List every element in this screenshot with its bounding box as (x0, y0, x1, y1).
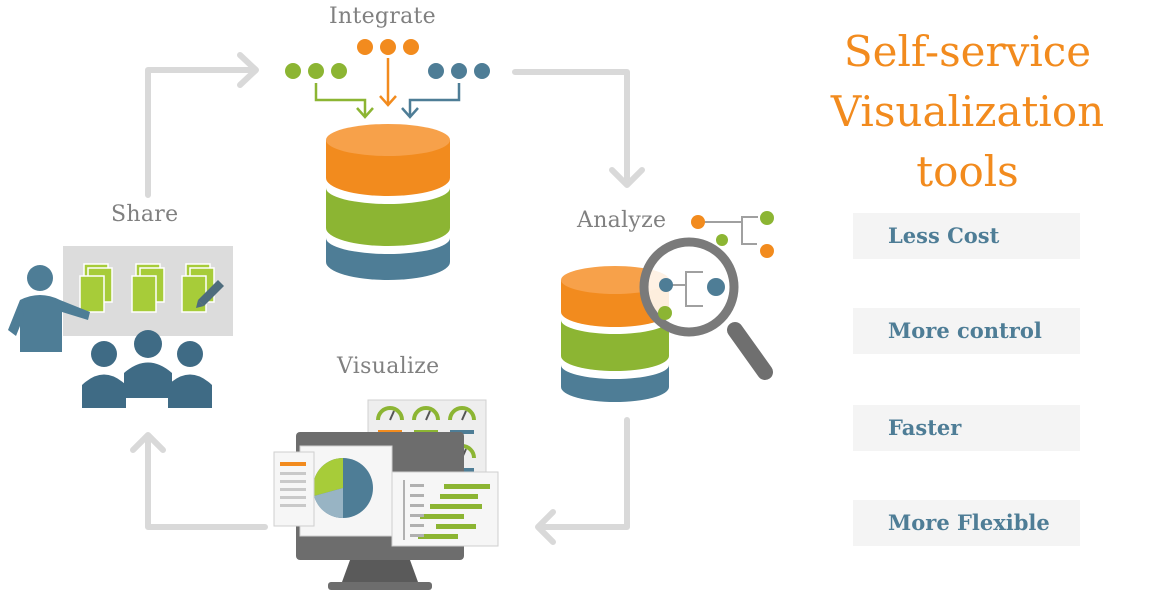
source-dot-orange (357, 39, 373, 55)
stage-label-integrate: Integrate (329, 4, 436, 29)
magnifier-icon (639, 237, 773, 380)
cycle-arrows (130, 52, 645, 545)
stage-label-visualize: Visualize (337, 354, 440, 379)
visualize-dashboard-icon (273, 399, 499, 590)
analyze-tree-icon (691, 211, 774, 258)
integrate-sources (285, 39, 490, 119)
arrow-share-to-integrate-head (237, 52, 259, 88)
arrow-share-to-integrate (145, 67, 253, 198)
arrow-analyze-to-visualize-head (535, 509, 556, 545)
benefit-less-cost: Less Cost (853, 213, 1080, 259)
source-dot-green (285, 63, 301, 79)
arrow-visualize-to-share-head (130, 432, 166, 453)
source-dot-orange (403, 39, 419, 55)
arrow-integrate-to-analyze-head (609, 167, 645, 188)
title-line: tools (916, 147, 1019, 196)
title-line: Self-service (843, 27, 1092, 76)
benefit-more-flexible: More Flexible (853, 500, 1080, 546)
source-dot-blue (428, 63, 444, 79)
source-dot-blue (474, 63, 490, 79)
source-dot-green (331, 63, 347, 79)
arrow-analyze-to-visualize (542, 417, 630, 530)
arrow-visualize-to-share (145, 437, 268, 530)
benefit-more-control: More control (853, 308, 1080, 354)
source-dot-green (308, 63, 324, 79)
integrate-database-icon (326, 124, 450, 280)
source-dot-blue (451, 63, 467, 79)
title-line: Visualization (830, 87, 1105, 136)
share-presentation-icon (8, 246, 233, 408)
stage-label-analyze: Analyze (577, 208, 667, 233)
stage-label-share: Share (111, 202, 179, 227)
source-dot-orange (380, 39, 396, 55)
benefit-faster: Faster (853, 405, 1080, 451)
arrow-integrate-to-analyze (512, 69, 630, 183)
page-title: Self-service Visualization tools (800, 22, 1135, 202)
